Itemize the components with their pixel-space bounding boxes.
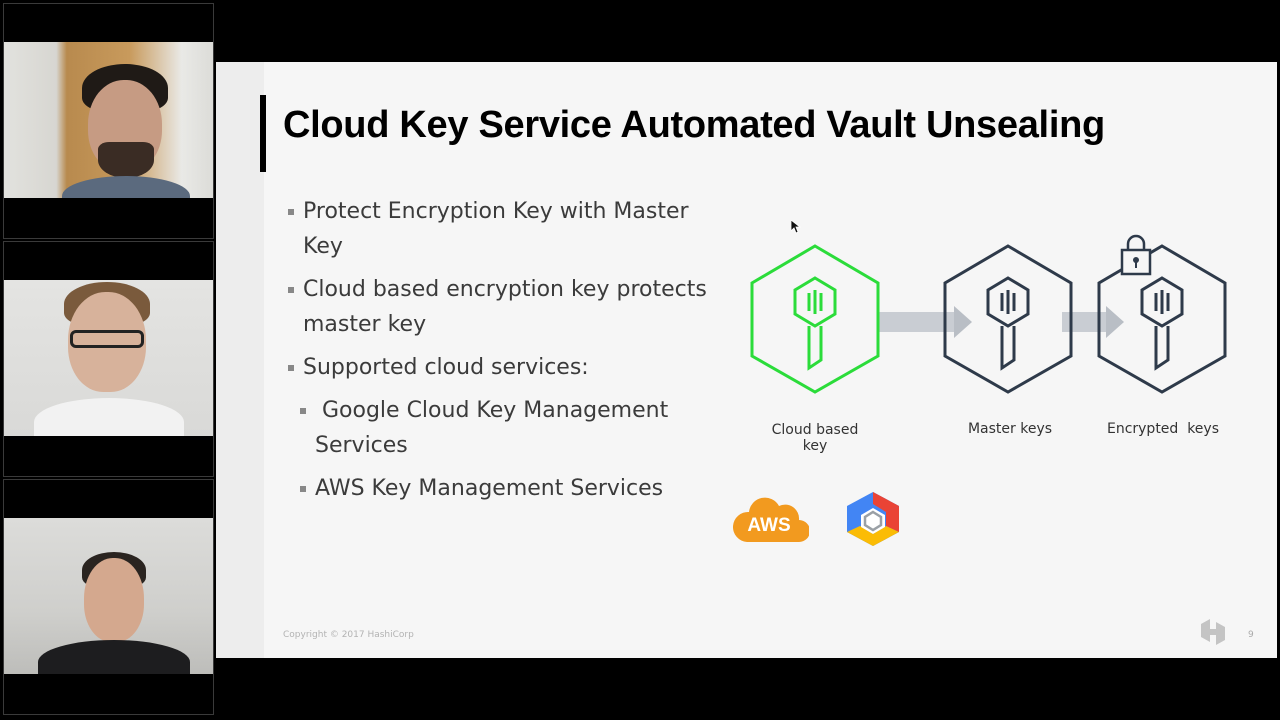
participant-3-tile[interactable] [3,479,214,715]
arrow-1-icon [878,306,972,338]
participant-2-video [4,280,213,436]
copyright-text: Copyright © 2017 HashiCorp [283,630,414,640]
title-accent-bar [260,95,266,172]
aws-logo-icon: AWS [733,497,809,542]
svg-text:AWS: AWS [747,515,790,536]
bullet-item: Protect Encryption Key with Master Key [286,194,726,264]
bullet-list: Protect Encryption Key with Master Key C… [286,194,726,514]
page-number: 9 [1248,630,1254,640]
slide-title: Cloud Key Service Automated Vault Unseal… [283,104,1105,146]
participant-2-tile[interactable] [3,241,214,477]
label-encrypted-keys: Encrypted keys [1106,421,1220,437]
participant-1-video [4,42,213,198]
key-diagram [750,234,1227,394]
participant-1-tile[interactable] [3,3,214,239]
participant-3-video [4,518,213,674]
hashicorp-logo-icon [1201,619,1225,645]
encrypted-key-hexagon-icon [1097,244,1227,394]
mouse-cursor-icon [791,220,801,234]
bullet-item: Supported cloud services: [286,350,726,385]
google-cloud-logo-icon [847,492,899,546]
lock-icon [1120,234,1152,276]
sub-bullet-item: Google Cloud Key Management Services [298,393,726,463]
sub-bullet-item: AWS Key Management Services [298,471,726,506]
presentation-slide: Cloud Key Service Automated Vault Unseal… [216,62,1277,658]
label-cloud-based-key: Cloud based key [771,422,859,454]
cloud-key-hexagon-icon [750,244,880,394]
master-key-hexagon-icon [943,244,1073,394]
label-master-keys: Master keys [967,421,1053,437]
bullet-item: Cloud based encryption key protects mast… [286,272,726,342]
slide-edge-shade [216,62,264,658]
arrow-2-icon [1062,306,1124,338]
